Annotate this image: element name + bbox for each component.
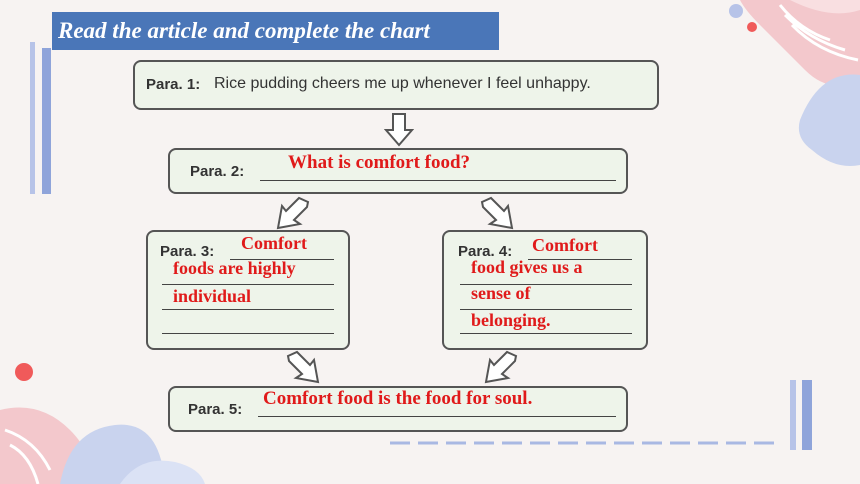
down-right-arrow-icon [480, 196, 514, 230]
para2-box [168, 148, 628, 194]
para3-answer-line1: Comfort [241, 233, 307, 253]
para4-answer-line1: Comfort [532, 235, 598, 255]
para3-blank-1 [230, 259, 334, 260]
para4-blank-3 [460, 309, 632, 310]
down-arrow-icon [384, 113, 414, 147]
slide-title: Read the article and complete the chart [52, 12, 499, 50]
para4-answer-line2: food gives us a [471, 257, 583, 277]
para4-blank-4 [460, 333, 632, 334]
para1-label: Para. 1: [146, 76, 201, 93]
para5-box [168, 386, 628, 432]
para3-blank-4 [162, 333, 334, 334]
para4-label: Para. 4: [458, 243, 513, 260]
para4-blank-1 [528, 259, 632, 260]
para1-box [133, 60, 659, 110]
para3-blank-2 [162, 284, 334, 285]
para4-blank-2 [460, 284, 632, 285]
down-left-arrow-icon [276, 196, 310, 230]
para2-blank [260, 180, 616, 181]
para2-label: Para. 2: [190, 163, 245, 180]
para5-answer: Comfort food is the food for soul. [263, 388, 533, 409]
para4-answer-line3: sense of [471, 283, 531, 303]
down-left-arrow-icon-lower [484, 350, 518, 384]
para1-text: Rice pudding cheers me up whenever I fee… [214, 75, 591, 92]
para2-answer: What is comfort food? [288, 152, 471, 173]
para3-answer-line3: individual [173, 286, 252, 306]
para3-box [146, 230, 350, 350]
para3-answer-line2: foods are highly [173, 258, 296, 278]
para3-blank-3 [162, 309, 334, 310]
para3-label: Para. 3: [160, 243, 215, 260]
para5-blank [258, 416, 616, 417]
para5-label: Para. 5: [188, 401, 243, 418]
para4-answer-line4: belonging. [471, 310, 551, 330]
down-right-arrow-icon-lower [286, 350, 320, 384]
para4-box [442, 230, 648, 350]
